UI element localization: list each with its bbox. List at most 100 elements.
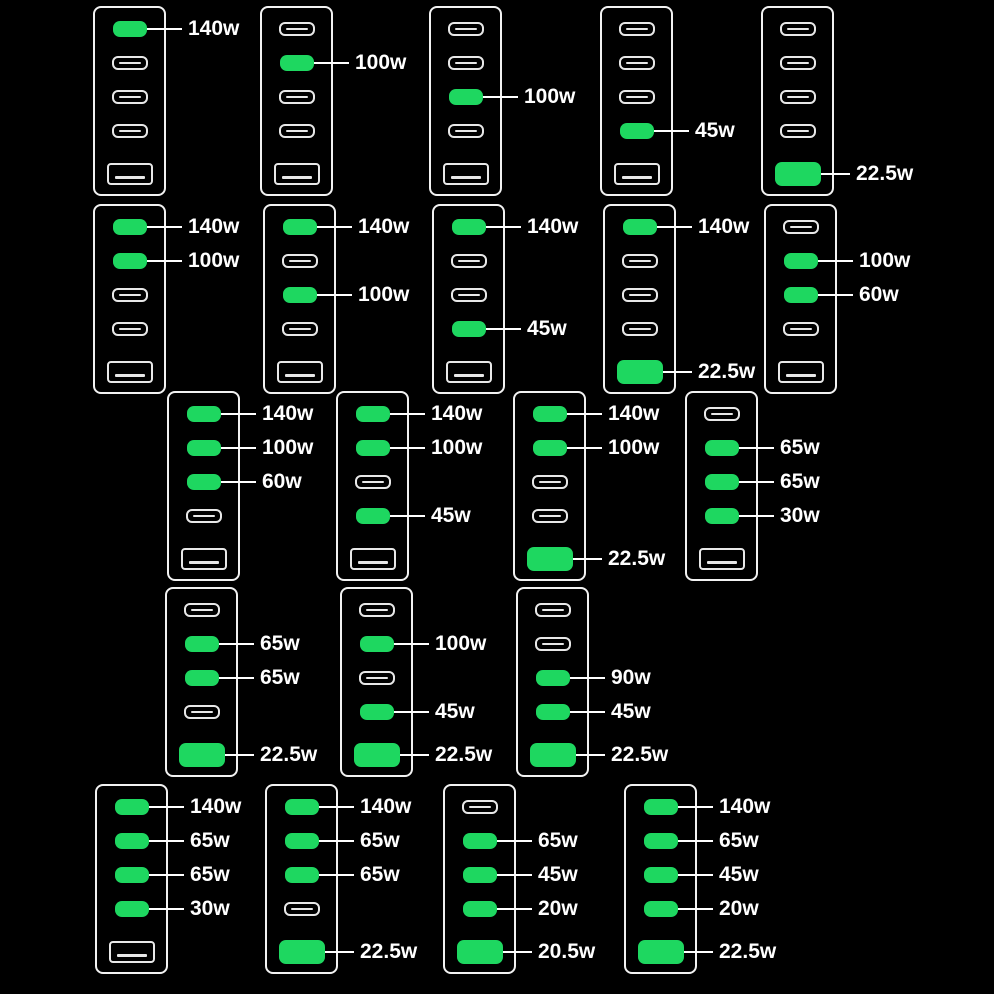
- wattage-label: 22.5w: [698, 360, 756, 383]
- usb-a-port-icon: [698, 548, 745, 570]
- leader-line: [817, 260, 853, 262]
- usb-c-port-icon-active: [462, 901, 497, 917]
- usb-c-port-icon-active: [462, 833, 497, 849]
- leader-line: [316, 294, 352, 296]
- usb-c-port-icon: [450, 254, 487, 268]
- usb-c-port-icon-active: [643, 867, 678, 883]
- wattage-label: 140w: [431, 402, 483, 425]
- usb-c-port-icon-active: [355, 508, 390, 524]
- usb-c-port-icon-active: [704, 474, 739, 490]
- usb-a-port-icon: [108, 941, 155, 963]
- usb-c-port-icon: [779, 56, 816, 70]
- usb-c-port-icon-active: [643, 833, 678, 849]
- wattage-label: 45w: [527, 317, 567, 340]
- leader-line: [485, 226, 521, 228]
- usb-c-port-icon: [782, 220, 819, 234]
- wattage-label: 22.5w: [435, 743, 493, 766]
- usb-c-port-icon: [782, 322, 819, 336]
- leader-line: [389, 447, 425, 449]
- usb-c-port-icon-active: [112, 21, 147, 37]
- usb-a-port-icon-active: [278, 940, 325, 964]
- wattage-label: 100w: [188, 249, 240, 272]
- usb-a-port-icon: [777, 361, 824, 383]
- usb-c-port-icon: [618, 90, 655, 104]
- usb-c-port-icon-active: [279, 55, 314, 71]
- wattage-label: 22.5w: [360, 940, 418, 963]
- leader-line: [677, 840, 713, 842]
- leader-line: [220, 447, 256, 449]
- wattage-label: 65w: [719, 829, 759, 852]
- usb-c-port-icon: [534, 603, 571, 617]
- usb-c-port-icon-active: [532, 440, 567, 456]
- wattage-label: 20.5w: [538, 940, 596, 963]
- leader-line: [389, 515, 425, 517]
- leader-line: [656, 226, 692, 228]
- usb-c-port-icon: [621, 254, 658, 268]
- leader-line: [146, 28, 182, 30]
- usb-c-port-icon: [534, 637, 571, 651]
- usb-a-port-icon: [445, 361, 492, 383]
- usb-c-port-icon-active: [282, 287, 317, 303]
- wattage-label: 140w: [360, 795, 412, 818]
- usb-c-port-icon: [621, 322, 658, 336]
- usb-c-port-icon-active: [186, 440, 221, 456]
- wattage-label: 65w: [260, 632, 300, 655]
- usb-c-port-icon-active: [284, 833, 319, 849]
- leader-line: [318, 806, 354, 808]
- leader-line: [566, 447, 602, 449]
- usb-c-port-icon-active: [184, 636, 219, 652]
- usb-c-port-icon: [621, 288, 658, 302]
- wattage-label: 45w: [431, 504, 471, 527]
- wattage-label: 22.5w: [608, 547, 666, 570]
- leader-line: [220, 413, 256, 415]
- usb-c-port-icon-active: [643, 901, 678, 917]
- usb-c-port-icon-active: [282, 219, 317, 235]
- usb-c-port-icon-active: [355, 440, 390, 456]
- leader-line: [146, 260, 182, 262]
- wattage-label: 45w: [695, 119, 735, 142]
- leader-line: [318, 874, 354, 876]
- leader-line: [148, 908, 184, 910]
- usb-c-port-icon-active: [783, 287, 818, 303]
- usb-c-port-icon-active: [535, 670, 570, 686]
- wattage-label: 140w: [608, 402, 660, 425]
- wattage-label: 65w: [190, 863, 230, 886]
- leader-line: [566, 413, 602, 415]
- usb-c-port-icon: [447, 56, 484, 70]
- usb-a-port-icon-active: [637, 940, 684, 964]
- wattage-label: 65w: [360, 829, 400, 852]
- wattage-label: 100w: [435, 632, 487, 655]
- leader-line: [148, 806, 184, 808]
- wattage-label: 60w: [262, 470, 302, 493]
- usb-c-port-icon-active: [114, 799, 149, 815]
- usb-c-port-icon: [278, 90, 315, 104]
- usb-a-port-icon-active: [616, 360, 663, 384]
- leader-line: [393, 643, 429, 645]
- usb-c-port-icon: [111, 322, 148, 336]
- usb-c-port-icon-active: [451, 321, 486, 337]
- usb-c-port-icon: [358, 671, 395, 685]
- usb-a-port-icon-active: [529, 743, 576, 767]
- usb-c-port-icon-active: [186, 474, 221, 490]
- usb-a-port-icon-active: [526, 547, 573, 571]
- usb-c-port-icon: [618, 22, 655, 36]
- leader-line: [738, 447, 774, 449]
- usb-a-port-icon-active: [178, 743, 225, 767]
- usb-c-port-icon: [183, 603, 220, 617]
- usb-a-port-icon: [106, 361, 153, 383]
- leader-line: [677, 874, 713, 876]
- wattage-label: 20w: [719, 897, 759, 920]
- usb-c-port-icon: [278, 124, 315, 138]
- usb-c-port-icon: [283, 902, 320, 916]
- wattage-label: 65w: [780, 436, 820, 459]
- usb-c-port-icon: [111, 288, 148, 302]
- usb-c-port-icon-active: [284, 867, 319, 883]
- leader-line: [224, 754, 254, 756]
- usb-a-port-icon: [613, 163, 660, 185]
- wattage-label: 45w: [611, 700, 651, 723]
- wattage-label: 140w: [262, 402, 314, 425]
- usb-c-port-icon-active: [535, 704, 570, 720]
- wattage-label: 90w: [611, 666, 651, 689]
- leader-line: [218, 643, 254, 645]
- wattage-label: 140w: [188, 17, 240, 40]
